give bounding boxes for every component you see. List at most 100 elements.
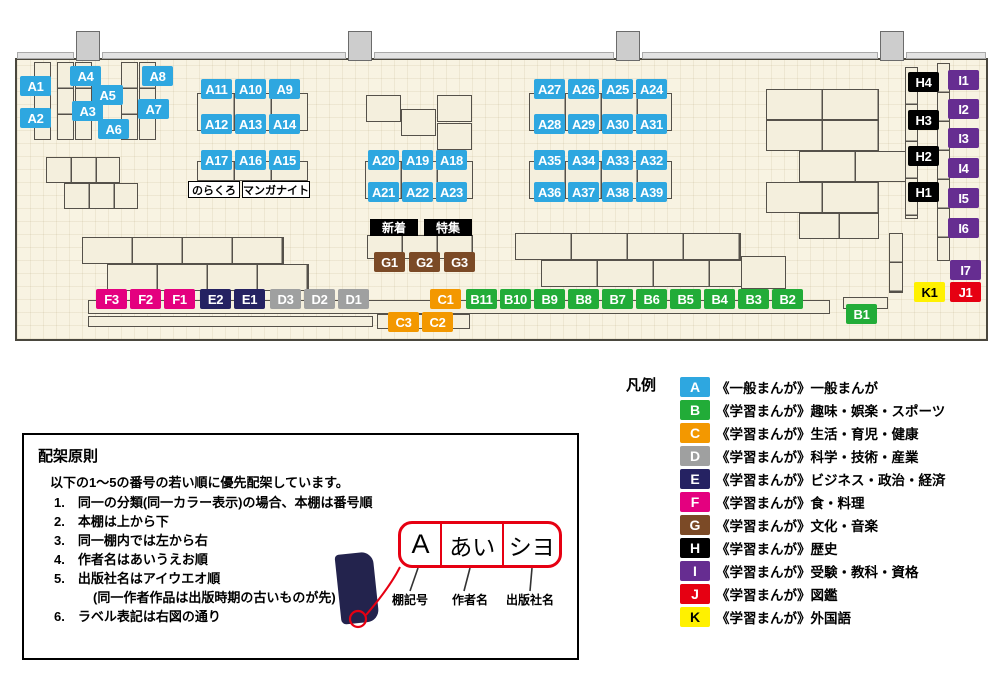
shelf-badge-a2: A2 — [20, 108, 51, 128]
shelf-badge-b10: B10 — [500, 289, 531, 309]
legend-label: 《学習まんが》受験・教科・資格 — [716, 564, 919, 580]
shelf-badge-i7: I7 — [950, 260, 981, 280]
legend-row-f: F《学習まんが》食・料理 — [680, 490, 865, 513]
shelf-badge-a31: A31 — [636, 114, 667, 134]
shelf-block — [905, 67, 918, 219]
shelf-badge-a21: A21 — [368, 182, 399, 202]
shelf-badge-h2: H2 — [908, 146, 939, 166]
legend-row-b: B 《学習まんが》趣味・娯楽・スポーツ — [680, 398, 945, 421]
shelf-badge-c1: C1 — [430, 289, 461, 309]
shelf-block — [437, 95, 472, 122]
spine-caption-2: 出版社名 — [506, 593, 555, 607]
shelf-badge-a29: A29 — [568, 114, 599, 134]
shelf-badge-b5: B5 — [670, 289, 701, 309]
window-strip — [17, 52, 74, 59]
pillar — [348, 31, 372, 61]
shelf-block — [799, 213, 879, 239]
shelf-badge-a16: A16 — [235, 150, 266, 170]
shelf-block — [401, 109, 436, 136]
shelf-badge-b2: B2 — [772, 289, 803, 309]
legend-label: 《学習まんが》趣味・娯楽・スポーツ — [716, 403, 946, 419]
pillar — [76, 31, 100, 61]
legend-row-k: K《学習まんが》外国語 — [680, 605, 851, 628]
shelf-badge-a1: A1 — [20, 76, 51, 96]
shelf-badge-d2: D2 — [304, 289, 335, 309]
map-label-1: マンガナイト — [242, 181, 310, 198]
shelf-block — [46, 157, 120, 183]
shelf-badge-a8: A8 — [142, 66, 173, 86]
principle-rule-5: (同一作者作品は出版時期の古いものが先) — [54, 590, 336, 605]
pillar — [616, 31, 640, 61]
shelf-block — [515, 233, 741, 260]
shelf-badge-a22: A22 — [402, 182, 433, 202]
legend-label: 《学習まんが》ビジネス・政治・経済 — [716, 472, 946, 488]
shelf-badge-d1: D1 — [338, 289, 369, 309]
spine-shelf-code: A — [411, 529, 430, 559]
legend-badge-k: K — [680, 606, 710, 627]
shelf-badge-f1: F1 — [164, 289, 195, 309]
legend-row-d: D《学習まんが》科学・技術・産業 — [680, 444, 919, 467]
principle-rule-2: 3. 同一棚内では左から右 — [54, 533, 208, 548]
legend-title: 凡例 — [626, 377, 657, 394]
shelf-badge-a35: A35 — [534, 150, 565, 170]
shelf-block — [766, 120, 879, 151]
legend-label: 《学習まんが》生活・育児・健康 — [716, 426, 919, 442]
shelf-badge-a11: A11 — [201, 79, 232, 99]
shelf-badge-b6: B6 — [636, 289, 667, 309]
shelf-badge-i5: I5 — [948, 188, 979, 208]
shelf-badge-e2: E2 — [200, 289, 231, 309]
shelf-block — [766, 182, 879, 213]
shelf-badge-g2: G2 — [409, 252, 440, 272]
shelf-badge-g1: G1 — [374, 252, 405, 272]
legend-badge-c: C — [680, 422, 710, 443]
shelf-block — [766, 89, 879, 120]
map-label-2: 新着 — [370, 219, 418, 236]
shelf-badge-a14: A14 — [269, 114, 300, 134]
shelf-badge-a18: A18 — [436, 150, 467, 170]
legend-badge-h: H — [680, 537, 710, 558]
shelf-badge-a26: A26 — [568, 79, 599, 99]
legend-row-h: H《学習まんが》歴史 — [680, 536, 838, 559]
legend-label: 《学習まんが》食・料理 — [716, 495, 865, 511]
legend-badge-a: A — [680, 376, 710, 397]
shelf-badge-f3: F3 — [96, 289, 127, 309]
shelf-block — [799, 151, 912, 182]
legend-badge-j: J — [680, 583, 710, 604]
shelf-block — [437, 123, 472, 150]
shelf-badge-a7: A7 — [138, 99, 169, 119]
spine-label-example: A あい シヨ — [398, 521, 562, 568]
shelf-block — [889, 233, 903, 293]
principle-rule-4: 5. 出版社名はアイウエオ順 — [54, 571, 221, 586]
shelf-badge-e1: E1 — [234, 289, 265, 309]
shelf-badge-d3: D3 — [270, 289, 301, 309]
shelf-badge-i1: I1 — [948, 70, 979, 90]
legend-badge-b: B — [680, 399, 710, 420]
legend-label: 《一般まんが》一般まんが — [716, 380, 878, 396]
shelf-badge-a32: A32 — [636, 150, 667, 170]
principle-rule-1: 2. 本棚は上から下 — [54, 514, 169, 529]
shelf-badge-i3: I3 — [948, 128, 979, 148]
shelf-badge-i4: I4 — [948, 158, 979, 178]
legend-badge-e: E — [680, 468, 710, 489]
principles-title: 配架原則 — [38, 448, 99, 465]
legend-row-g: G《学習まんが》文化・音楽 — [680, 513, 878, 536]
map-label-3: 特集 — [424, 219, 472, 236]
shelf-badge-i2: I2 — [948, 99, 979, 119]
pillar — [880, 31, 904, 61]
shelf-badge-a17: A17 — [201, 150, 232, 170]
legend-label: 《学習まんが》科学・技術・産業 — [716, 449, 919, 465]
shelf-badge-b7: B7 — [602, 289, 633, 309]
shelf-block — [34, 62, 51, 140]
shelf-badge-a39: A39 — [636, 182, 667, 202]
principles-box: 配架原則 以下の1〜5の番号の若い順に優先配架しています。 1. 同一の分類(同… — [22, 433, 579, 660]
shelf-badge-a36: A36 — [534, 182, 565, 202]
principle-rule-0: 1. 同一の分類(同一カラー表示)の場合、本棚は番号順 — [54, 495, 373, 510]
shelf-badge-a15: A15 — [269, 150, 300, 170]
shelf-badge-b3: B3 — [738, 289, 769, 309]
shelf-badge-a3: A3 — [72, 101, 103, 121]
spine-publisher-kana: シヨ — [502, 524, 559, 565]
shelf-block — [107, 264, 309, 291]
shelf-block — [82, 237, 284, 264]
book-spine-illustration — [334, 551, 380, 625]
